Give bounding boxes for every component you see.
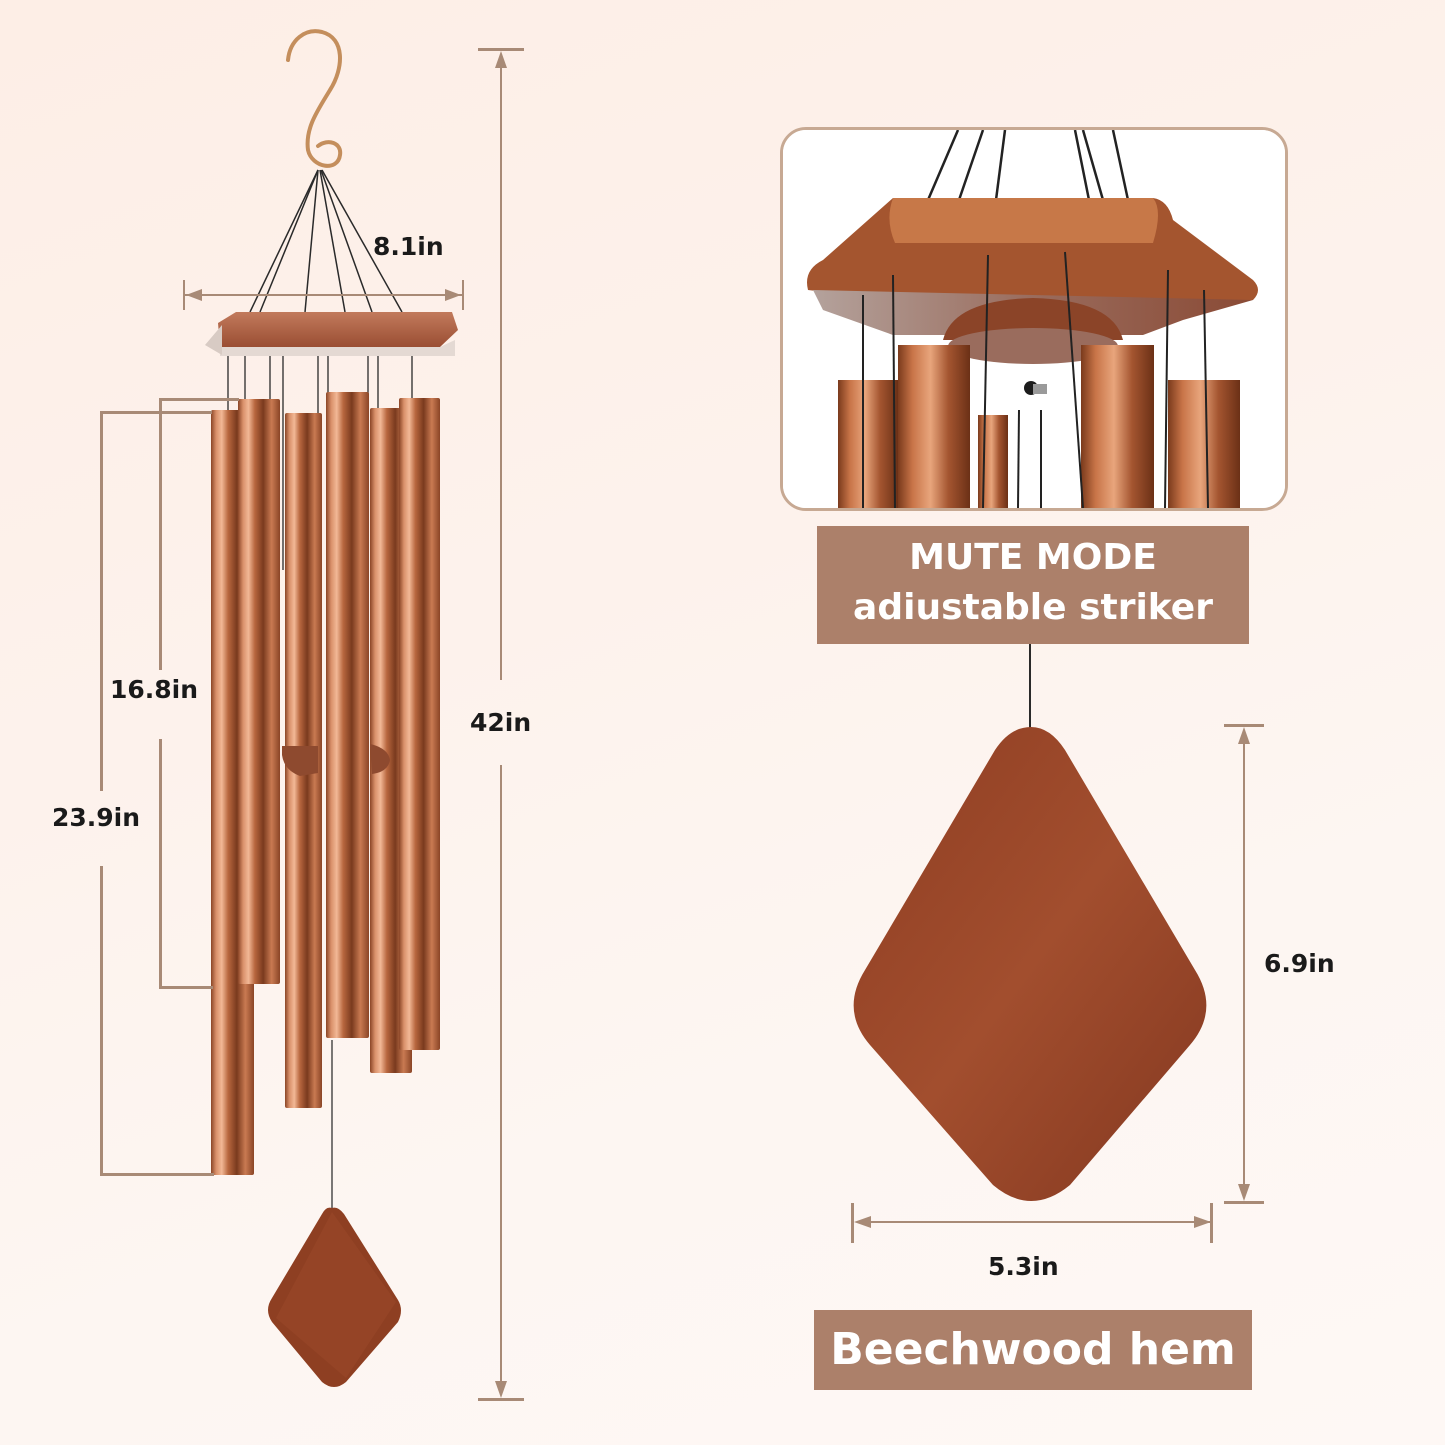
sail-width-tick-left bbox=[851, 1203, 854, 1243]
arrow-up-icon bbox=[495, 51, 507, 68]
chime-top-closeup-illustration bbox=[783, 130, 1285, 508]
mute-mode-label: MUTE MODE adiustable striker bbox=[817, 526, 1249, 644]
arrow-down-icon bbox=[495, 1381, 507, 1398]
mute-mode-detail-photo bbox=[780, 127, 1288, 511]
width-dimension-tick-right bbox=[462, 280, 464, 310]
arrow-right-icon bbox=[445, 289, 461, 301]
short-tube-bracket-top bbox=[159, 398, 239, 401]
sail-width-label: 5.3in bbox=[988, 1252, 1059, 1281]
adjustable-striker-subtitle: adiustable striker bbox=[853, 587, 1213, 628]
long-tube-label: 23.9in bbox=[52, 803, 141, 832]
sail-string bbox=[1029, 644, 1031, 732]
sail-width-line bbox=[860, 1221, 1210, 1223]
arrow-right-icon bbox=[1194, 1216, 1211, 1228]
total-height-tick-top bbox=[478, 48, 524, 51]
beechwood-hem-label: Beechwood hem bbox=[814, 1310, 1252, 1390]
arrow-down-icon bbox=[1238, 1184, 1250, 1201]
width-dimension-tick-left bbox=[183, 280, 185, 310]
full-chime-diagram: 8.1in 42in 16.8in 23.9in bbox=[0, 0, 700, 1445]
arrow-left-icon bbox=[186, 289, 202, 301]
long-tube-bracket-line-upper bbox=[100, 411, 103, 791]
wind-chime-illustration bbox=[205, 29, 458, 1387]
sail-illustration bbox=[853, 727, 1207, 1201]
sail-width-tick-right bbox=[1210, 1203, 1213, 1243]
sail-height-tick-top bbox=[1224, 724, 1264, 727]
long-tube-bracket-line-lower bbox=[100, 866, 103, 1176]
total-height-label: 42in bbox=[470, 708, 532, 737]
long-tube-bracket-bottom bbox=[100, 1173, 214, 1176]
top-width-label: 8.1in bbox=[373, 232, 444, 261]
sail-height-line bbox=[1243, 735, 1245, 1197]
total-height-line-upper bbox=[500, 60, 502, 680]
total-height-tick-bottom bbox=[478, 1398, 524, 1401]
long-tube-bracket-top bbox=[100, 411, 212, 414]
sail-height-tick-bottom bbox=[1224, 1201, 1264, 1204]
sail-height-label: 6.9in bbox=[1264, 949, 1335, 978]
total-height-line-lower bbox=[500, 765, 502, 1387]
width-dimension-line bbox=[184, 294, 464, 296]
short-tube-bracket-line-lower bbox=[159, 739, 162, 989]
short-tube-bracket-bottom bbox=[159, 986, 213, 989]
short-tube-bracket-line-upper bbox=[159, 398, 162, 670]
mute-mode-title: MUTE MODE bbox=[909, 537, 1157, 578]
short-tube-label: 16.8in bbox=[110, 675, 199, 704]
